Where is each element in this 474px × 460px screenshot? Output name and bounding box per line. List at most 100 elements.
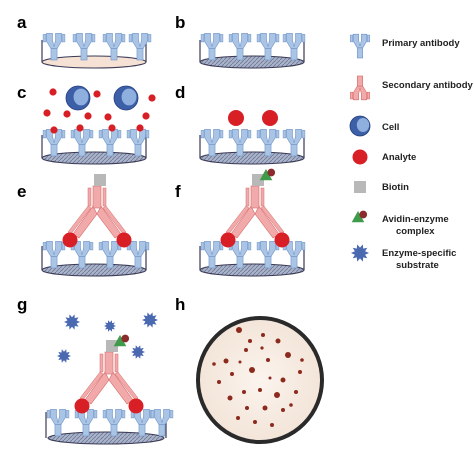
- elispot-spot: [281, 408, 285, 412]
- elispot-spot: [227, 395, 233, 401]
- panel-label-c: c: [17, 83, 26, 102]
- legend-primary-antibody: Primary antibody: [382, 38, 460, 49]
- captured-analytes-d: [228, 110, 278, 126]
- substrate: [104, 320, 116, 332]
- primary-antibody: [200, 241, 224, 269]
- analyte: [93, 90, 101, 98]
- elispot-spot: [236, 416, 240, 420]
- primary-antibody: [128, 33, 152, 61]
- elispot-well-spots: [196, 316, 324, 444]
- analyte: [50, 126, 58, 134]
- elispot-spot: [270, 423, 274, 427]
- elispot-spot: [260, 346, 264, 350]
- analyte: [76, 124, 84, 132]
- substrate: [64, 314, 80, 330]
- secondary-antibody-complex: [220, 168, 290, 248]
- primary-antibody: [130, 409, 154, 437]
- legend-secondary-antibody: Secondary antibody: [382, 80, 474, 91]
- detection-complex-e: [62, 174, 132, 248]
- primary-antibodies-b: [200, 33, 306, 61]
- avidin-enzyme-complex: [113, 334, 130, 347]
- primary-antibody: [256, 33, 280, 61]
- well-plate-g: [45, 412, 167, 445]
- well-plate-d: [199, 135, 305, 165]
- analyte: [104, 113, 112, 121]
- legend-enzyme-specific-substrate: Enzyme-specific substrate: [382, 248, 459, 271]
- analyte: [108, 124, 116, 132]
- well-plate-b: [199, 40, 305, 69]
- primary-antibody: [150, 409, 174, 437]
- elispot-spot: [249, 367, 255, 373]
- cell-icon: [349, 115, 371, 137]
- elispot-spot: [268, 376, 272, 380]
- primary-antibody: [282, 33, 306, 61]
- elispot-spot: [274, 392, 280, 398]
- elispot-spot: [289, 403, 293, 407]
- primary-antibody: [42, 241, 66, 269]
- analyte: [142, 112, 150, 120]
- detection-complex-f: [220, 168, 290, 248]
- elispot-spot: [248, 339, 252, 343]
- panel-label-e: e: [17, 182, 26, 201]
- elispot-spot: [253, 420, 257, 424]
- primary-antibody: [228, 241, 252, 269]
- well-membrane: [199, 151, 305, 165]
- elispot-spot: [242, 390, 246, 394]
- analyte: [43, 109, 51, 117]
- biotin-icon: [354, 181, 366, 193]
- cell: [113, 85, 139, 111]
- primary-antibody: [98, 241, 122, 269]
- panel-label-a: a: [17, 13, 27, 32]
- biotin: [252, 174, 264, 186]
- analyte-icon: [352, 149, 368, 165]
- substrate-particles-g: [57, 312, 158, 363]
- legend-avidin-enzyme-complex: Avidin-enzyme complex: [382, 214, 451, 237]
- elispot-spot: [285, 352, 291, 358]
- analyte: [49, 88, 57, 96]
- biotin: [106, 340, 118, 352]
- primary-antibody: [256, 129, 280, 157]
- primary-antibody: [200, 129, 224, 157]
- primary-antibody: [200, 33, 224, 61]
- primary-antibody: [46, 409, 70, 437]
- substrate: [142, 312, 158, 328]
- avidin-enzyme-complex: [259, 168, 276, 181]
- elispot-spot: [266, 358, 270, 362]
- primary-antibody: [72, 33, 96, 61]
- analyte: [136, 124, 144, 132]
- analyte: [74, 398, 90, 414]
- well-plate-c: [41, 135, 147, 165]
- elispot-spot: [244, 348, 248, 352]
- panel-label-h: h: [175, 295, 185, 314]
- elispot-spot: [294, 390, 298, 394]
- well-membrane: [47, 431, 165, 445]
- substrate: [57, 349, 71, 363]
- elispot-spot: [258, 388, 262, 392]
- primary-antibody: [102, 409, 126, 437]
- well-h-border: [196, 316, 324, 444]
- analyte: [128, 398, 144, 414]
- detection-complex-g: [74, 334, 144, 414]
- primary-antibodies-c: [42, 129, 150, 157]
- analyte: [220, 232, 236, 248]
- biotin: [354, 181, 366, 193]
- legend-analyte: Analyte: [382, 152, 416, 163]
- primary-antibodies-d: [200, 129, 306, 157]
- analyte: [262, 110, 278, 126]
- elispot-spot: [280, 377, 286, 383]
- analyte: [228, 110, 244, 126]
- analyte: [84, 112, 92, 120]
- secondary-antibody-complex: [74, 334, 144, 414]
- elispot-spot: [217, 380, 221, 384]
- legend: Primary antibody Secondary antibody Cell…: [349, 33, 474, 271]
- elispot-spot: [300, 358, 304, 362]
- well-plate-e: [41, 246, 147, 277]
- elispot-spot: [298, 370, 302, 374]
- primary-antibody: [228, 129, 252, 157]
- enzyme-specific-substrate-icon: [351, 244, 369, 262]
- primary-antibody-icon: [349, 33, 371, 59]
- primary-antibody: [42, 129, 66, 157]
- substrate: [131, 345, 145, 359]
- substrate: [351, 244, 369, 262]
